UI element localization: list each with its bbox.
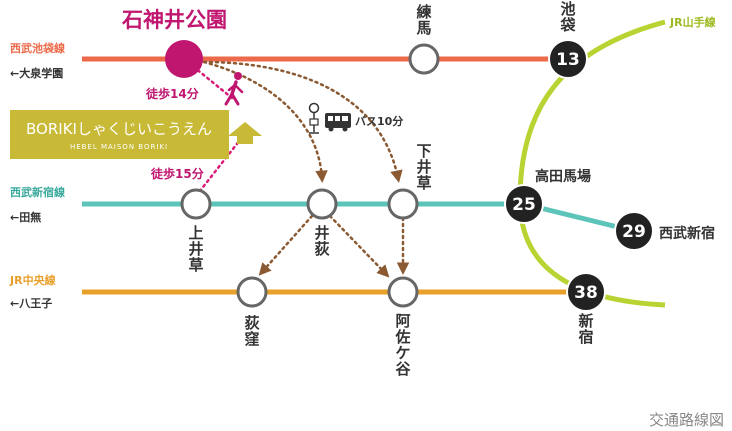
walk-route-kamiigusa — [194, 138, 242, 198]
station-ikebukuro-label: 池袋 — [559, 0, 576, 34]
station-nerima-label: 練馬 — [416, 3, 431, 37]
chuo-line-direction: ←八王子 — [10, 297, 52, 310]
bus-time: バス10分 — [355, 114, 403, 128]
up-arrow-icon — [228, 122, 262, 144]
hub-shinjuku-number: 38 — [574, 283, 598, 303]
hub-takadanobaba-number: 25 — [512, 195, 536, 215]
route-iogi-ogikubo — [258, 214, 314, 276]
shinjuku-line-direction: ←田無 — [10, 210, 41, 224]
ikebukuro-line-name: 西武池袋線 — [10, 41, 65, 55]
walk-time-kamiigusa: 徒歩15分 — [150, 166, 204, 181]
property-box — [10, 110, 229, 159]
bus-icon — [325, 113, 351, 132]
bus-route-iogi — [202, 60, 328, 183]
station-asagaya — [387, 276, 419, 308]
bus-route-shimoigusa — [202, 60, 403, 183]
station-shinjuku-label: 新宿 — [578, 312, 593, 346]
bus-stop-icon — [308, 102, 320, 134]
station-iogi-label: 井荻 — [314, 224, 330, 258]
shinjuku-line-name: 西武新宿線 — [10, 185, 65, 199]
property-subtitle: HEBEL MAISON BORIKI — [70, 143, 168, 151]
ikebukuro-line-direction: ←大泉学園 — [10, 66, 63, 80]
hub-seibushinjuku-number: 29 — [622, 222, 646, 242]
yamanote-line-name: JR山手線 — [669, 15, 716, 29]
station-takadanobaba-label: 高田馬場 — [535, 168, 591, 185]
map-caption: 交通路線図 — [649, 411, 724, 429]
property-name: BORIKIしゃくじいこうえん — [26, 120, 212, 138]
hub-ikebukuro — [548, 39, 588, 79]
hub-shinjuku — [566, 272, 606, 312]
station-shakujii-koen-label: 石神井公園 — [121, 8, 227, 32]
yamanote-line — [517, 19, 666, 308]
station-iogi — [306, 188, 338, 220]
station-kamiigusa-label: 上井草 — [188, 224, 203, 274]
chuo-line-name: JR中央線 — [9, 273, 56, 287]
walk-time-shakujii: 徒歩14分 — [145, 86, 199, 101]
walk-route-shakujii — [182, 57, 234, 100]
station-kamiigusa — [180, 188, 212, 220]
station-ogikubo-label: 荻窪 — [244, 314, 260, 348]
route-iogi-asagaya — [328, 214, 390, 278]
walking-person-icon — [224, 72, 244, 106]
hub-ikebukuro-number: 13 — [556, 50, 580, 70]
station-nerima — [408, 43, 440, 75]
hub-takadanobaba — [504, 184, 544, 224]
station-seibushinjuku-label: 西武新宿 — [659, 225, 715, 242]
station-ogikubo — [236, 276, 268, 308]
station-asagaya-label: 阿佐ケ谷 — [394, 312, 411, 378]
station-shimoigusa — [387, 188, 419, 220]
hub-seibushinjuku — [614, 211, 654, 251]
station-shakujii-koen — [165, 40, 203, 78]
station-shimoigusa-label: 下井草 — [416, 142, 431, 192]
